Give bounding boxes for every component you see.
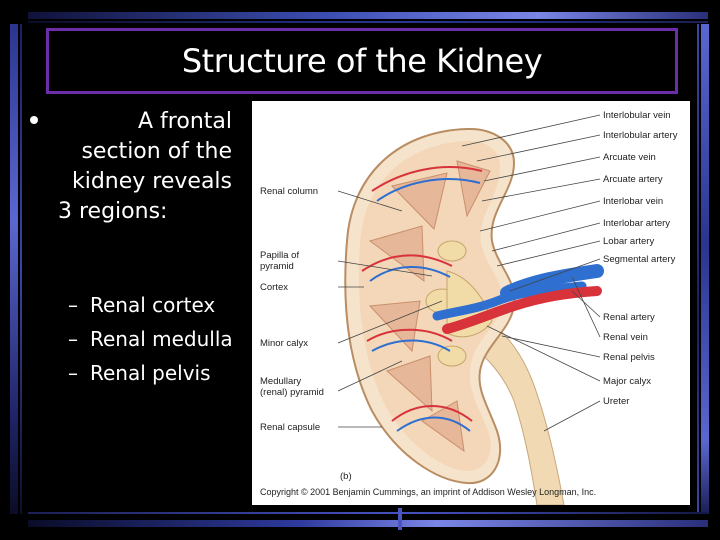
label-cortex: Cortex bbox=[260, 282, 288, 293]
top-border-thin-rail bbox=[28, 21, 708, 23]
right-border-rail bbox=[701, 24, 709, 514]
label-lobar-artery: Lobar artery bbox=[603, 236, 654, 247]
label-renal-artery: Renal artery bbox=[603, 312, 655, 323]
bullet-line: 3 regions: bbox=[58, 197, 232, 227]
bottom-border-notch bbox=[398, 508, 402, 530]
label-renal-capsule: Renal capsule bbox=[260, 422, 320, 433]
label-major-calyx: Major calyx bbox=[603, 376, 651, 387]
bottom-border-rail bbox=[28, 520, 708, 527]
bullet-dot-icon bbox=[30, 116, 38, 124]
label-medullary-line2: (renal) pyramid bbox=[260, 387, 324, 398]
sub-bullet-label: Renal medulla bbox=[90, 327, 233, 351]
bullet-line: kidney reveals bbox=[58, 167, 232, 197]
dash-icon: – bbox=[68, 322, 90, 356]
sub-bullet-label: Renal cortex bbox=[90, 293, 215, 317]
title-box: Structure of the Kidney bbox=[46, 28, 678, 94]
label-interlobar-artery: Interlobar artery bbox=[603, 218, 670, 229]
label-arcuate-artery: Arcuate artery bbox=[603, 174, 663, 185]
dash-icon: – bbox=[68, 356, 90, 390]
slide-title: Structure of the Kidney bbox=[182, 42, 542, 80]
label-ureter: Ureter bbox=[603, 396, 629, 407]
label-minor-calyx: Minor calyx bbox=[260, 338, 308, 349]
dash-icon: – bbox=[68, 288, 90, 322]
pointer-line bbox=[544, 401, 600, 431]
sub-bullet-item: –Renal medulla bbox=[68, 322, 233, 356]
sub-bullet-label: Renal pelvis bbox=[90, 361, 211, 385]
kidney-figure: Interlobular vein Interlobular artery Ar… bbox=[252, 101, 690, 505]
left-border-thin-rail bbox=[20, 24, 22, 514]
right-border-thin-rail bbox=[697, 24, 699, 514]
label-medullary-line1: Medullary bbox=[260, 376, 301, 387]
label-segmental-artery: Segmental artery bbox=[603, 254, 676, 265]
sub-bullet-item: –Renal pelvis bbox=[68, 356, 233, 390]
main-bullet-text: A frontal section of the kidney reveals … bbox=[58, 107, 232, 227]
label-renal-column: Renal column bbox=[260, 186, 318, 197]
panel-letter: (b) bbox=[340, 471, 352, 482]
label-interlobular-vein: Interlobular vein bbox=[603, 110, 671, 121]
sub-bullet-item: –Renal cortex bbox=[68, 288, 233, 322]
bullet-line: section of the bbox=[58, 137, 232, 167]
left-border-rail bbox=[10, 24, 18, 514]
label-renal-pelvis: Renal pelvis bbox=[603, 352, 655, 363]
bullet-line: A frontal bbox=[58, 107, 232, 137]
pointer-line bbox=[497, 241, 600, 266]
label-renal-vein: Renal vein bbox=[603, 332, 648, 343]
bottom-border-thin-rail bbox=[28, 512, 708, 514]
sub-bullet-list: –Renal cortex –Renal medulla –Renal pelv… bbox=[68, 288, 233, 390]
minor-calyx bbox=[438, 241, 466, 261]
pointer-line bbox=[492, 223, 600, 251]
label-interlobular-artery: Interlobular artery bbox=[603, 130, 678, 141]
label-papilla-line2: pyramid bbox=[260, 261, 294, 272]
label-interlobar-vein: Interlobar vein bbox=[603, 196, 663, 207]
minor-calyx bbox=[438, 346, 466, 366]
kidney-illustration: Interlobular vein Interlobular artery Ar… bbox=[252, 101, 690, 505]
figure-copyright: Copyright © 2001 Benjamin Cummings, an i… bbox=[260, 487, 596, 497]
label-papilla-line1: Papilla of bbox=[260, 250, 299, 261]
label-arcuate-vein: Arcuate vein bbox=[603, 152, 656, 163]
top-border-rail bbox=[28, 12, 708, 19]
